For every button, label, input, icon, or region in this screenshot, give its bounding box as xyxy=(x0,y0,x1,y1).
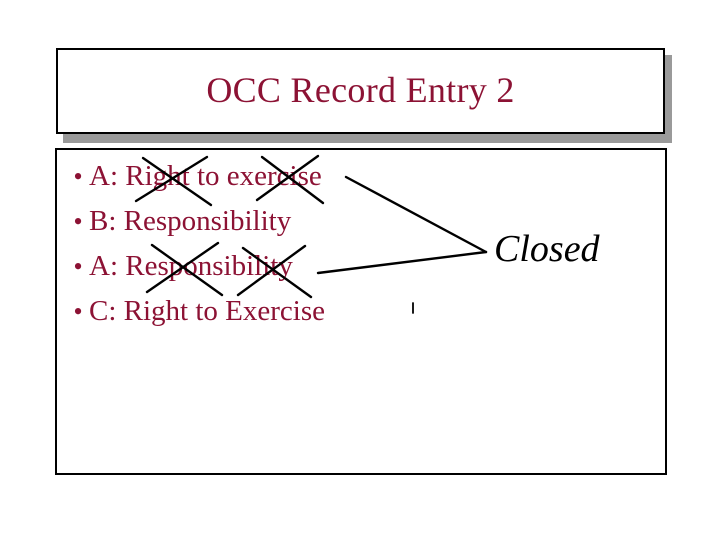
bullet-list: • A: Right to exercise • B: Responsibili… xyxy=(67,154,447,334)
list-item-label: B: Responsibility xyxy=(89,205,292,237)
list-item-label: A: Right to exercise xyxy=(89,160,322,192)
list-item[interactable]: • A: Responsibility xyxy=(67,244,447,289)
list-item-label: A: Responsibility xyxy=(89,250,293,282)
list-item[interactable]: • B: Responsibility xyxy=(67,199,447,244)
bullet-dot-icon: • xyxy=(73,161,83,191)
closed-annotation-label: Closed xyxy=(494,228,600,270)
bullet-dot-icon: • xyxy=(73,251,83,281)
title-placeholder[interactable]: OCC Record Entry 2 xyxy=(56,48,665,134)
content-placeholder[interactable]: • A: Right to exercise • B: Responsibili… xyxy=(55,148,667,475)
list-item[interactable]: • A: Right to exercise xyxy=(67,154,447,199)
list-item[interactable]: • C: Right to Exercise xyxy=(67,289,447,334)
bullet-dot-icon: • xyxy=(73,206,83,236)
page-title: OCC Record Entry 2 xyxy=(206,70,515,111)
bullet-dot-icon: • xyxy=(73,296,83,326)
list-item-label: C: Right to Exercise xyxy=(89,295,325,327)
